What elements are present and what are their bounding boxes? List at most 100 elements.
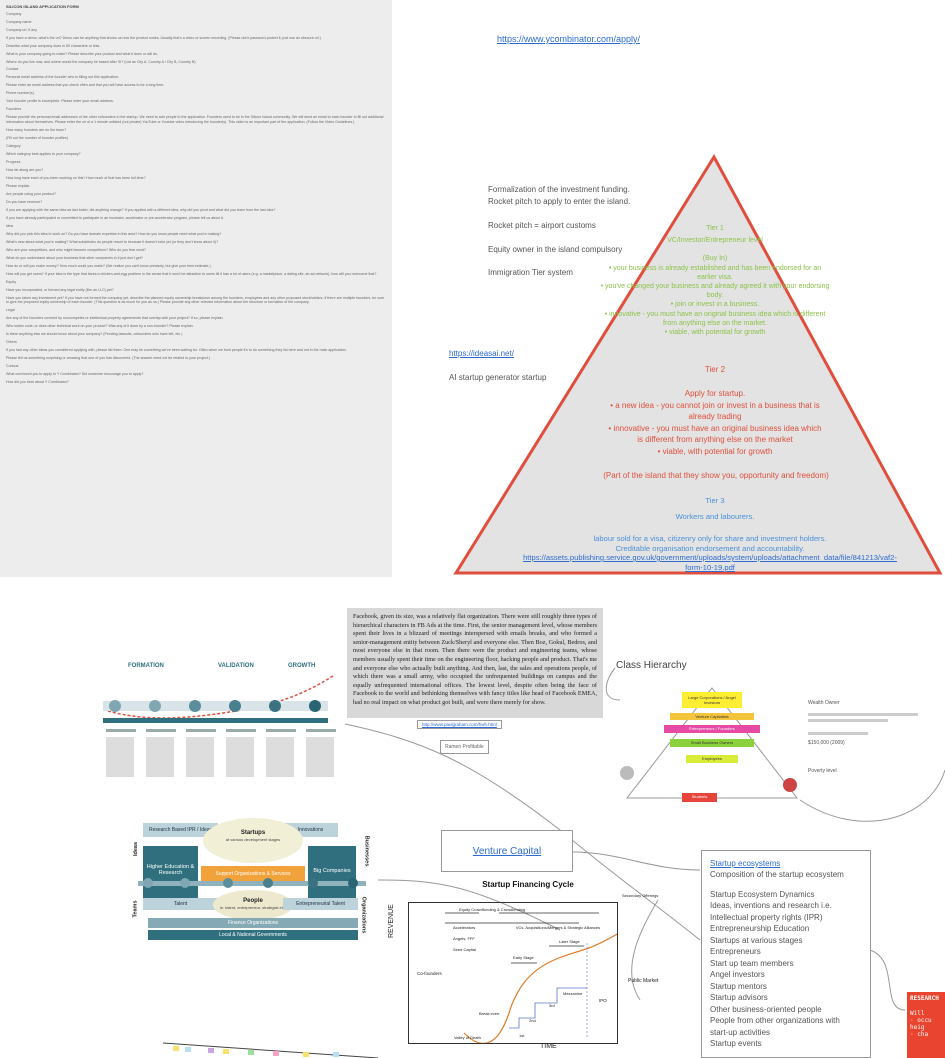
ecosystem-list-item: Start up team members (710, 958, 794, 968)
startup-ecosystems-link[interactable]: Startup ecosystems (710, 859, 781, 868)
people-label: People (243, 898, 263, 904)
ecosystem-subtitle: Composition of the startup ecosystem (710, 870, 844, 879)
people-sublabel: ie. talent, entrepreneur, strategist etc… (219, 905, 287, 910)
higher-ed-block: Higher Education & Research (143, 846, 198, 898)
tier-venture-bg (670, 713, 754, 720)
stage-dot-6 (309, 700, 321, 712)
form-line: Progress (6, 159, 21, 164)
ycombinator-link[interactable]: https://www.ycombinator.com/apply/ (497, 34, 641, 44)
stages-text-columns (106, 729, 336, 777)
research-ip-block: Research Based IPR / Ideas (143, 823, 218, 837)
connector-5 (799, 769, 945, 822)
form-line: Are any of the founders covered by nonco… (6, 316, 224, 321)
gov-block: Local & National Governments (148, 930, 358, 940)
tier3-line2: Creditable organisation endorsement and … (615, 543, 805, 553)
tier1-title: Tier 1 (706, 225, 724, 232)
form-line: Curious (6, 364, 19, 369)
wealth-notes-lines (808, 713, 918, 735)
note-formalization-2: Rocket pitch to apply to enter the islan… (488, 197, 631, 206)
ramen-box: Ramen Profitable (440, 740, 489, 754)
poverty-label: Poverty level (808, 768, 837, 774)
financing-chart (445, 912, 617, 1043)
connector-2 (571, 851, 701, 871)
ecosystem-list-item: Startup mentors (710, 981, 767, 991)
startup-ecosystems-box: Startup ecosystems Composition of the st… (701, 850, 871, 1058)
gov-visa-link[interactable]: https://assets.publishing.service.gov.uk… (523, 553, 897, 572)
stages-curve (107, 675, 334, 719)
startups-sublabel: at various development stages (225, 837, 281, 842)
tier1-buyin: (Buy In) (702, 255, 728, 263)
tier2-block: Apply for startup. • a new idea - you ca… (605, 388, 825, 457)
tier2-title-block: Tier 2 (600, 364, 830, 376)
time-axis-label: TIME (540, 1043, 557, 1050)
revenue-axis-label: REVENUE (388, 904, 395, 938)
stages-bar (103, 718, 328, 723)
form-line: Legal (6, 308, 15, 313)
hierarchy-label-small: Small Business Owners (690, 740, 734, 745)
startups-oval (203, 818, 303, 863)
form-line: Phone number(s) (6, 91, 34, 96)
form-line: What is your company going to make? Plea… (6, 51, 159, 56)
venture-capital-box[interactable]: Venture Capital (441, 830, 573, 872)
breakeven-label: Break even (479, 1011, 500, 1016)
tier2-note-block: (Part of the island that they show you, … (603, 470, 829, 482)
wealth-owner-label: Wealth Owner (808, 700, 840, 706)
form-line: If you have already participated or comm… (6, 215, 224, 220)
board-line (163, 1042, 378, 1058)
finance-block: Finance Organizations (148, 918, 358, 928)
ecosystem-list-item: Ideas, inventions and research i.e. (710, 901, 832, 910)
big-companies-block: Big Companies (308, 846, 356, 898)
ecosystem-list-item: Angel investors (710, 970, 765, 979)
ramen-label: Ramen Profitable (445, 744, 484, 750)
support-block: Support Organizations & Services (201, 866, 305, 882)
form-line: Equity (6, 279, 16, 284)
ecosystem-list-item: Startups at various stages (710, 935, 803, 945)
form-line: Who writes code, or does other technical… (6, 324, 194, 329)
form-line: Are people using your product? (6, 191, 56, 196)
stages-infographic: FORMATION VALIDATION GROWTH (103, 657, 343, 792)
form-line: Others (6, 340, 17, 345)
form-line: Describe what your company does in 50 ch… (6, 43, 101, 48)
organizations-label: Organizations (360, 896, 367, 934)
tier1-list: • your business is already established a… (600, 264, 830, 338)
ideas-label: Ideas (133, 841, 140, 857)
form-line: Who are your competitors, and who might … (6, 247, 147, 252)
form-line: Please enter an email address that you c… (6, 83, 165, 88)
ecosystem-list-item: Entrepreneurship Education (710, 924, 810, 933)
tier2-item: • a new idea - you cannot join or invest… (610, 400, 820, 422)
talent-block: Talent (143, 898, 218, 910)
stage-dot-2 (149, 700, 161, 712)
ideasai-link[interactable]: https://ideasai.net/ (449, 349, 514, 358)
stage-dot-5 (269, 700, 281, 712)
hierarchy-label-students: Students (691, 794, 708, 799)
connector-4 (605, 667, 621, 701)
tier1-block: Tier 1 VC/Investor/Entrepreneur level (B… (600, 224, 830, 337)
form-line: (Fill out the number of founder profiles… (6, 135, 68, 140)
form-line: If you are applying with the same idea a… (6, 207, 276, 212)
form-line: Contact (6, 67, 19, 72)
form-line: Company name: (6, 19, 33, 24)
ecosystem-list-item: Startup Ecosystem Dynamics (710, 889, 815, 899)
connector-7 (631, 899, 659, 1001)
form-line: If you have a demo, what's the url? Demo… (6, 35, 321, 40)
sticky-notes-board (163, 1042, 378, 1058)
tier1-item: • join or invest in a business. (670, 301, 760, 309)
ecosystem-list-item: Other business-oriented people (710, 1004, 822, 1014)
form-line: Why did you pick this idea to work on? D… (6, 231, 222, 236)
tier1-item: • viable, with potential for growth (664, 329, 766, 337)
note-immigration: Immigration Tier system (488, 268, 573, 277)
research-title: RESEARCH (910, 995, 939, 1002)
form-line: How many founders are on the team? (6, 127, 67, 132)
equity-label: Equity Crowdfunding & Crowdlending (459, 907, 526, 912)
paulgraham-box[interactable]: http://www.paulgraham.com/hwh.html (417, 720, 502, 729)
mezzanine-label: Mezzanine (563, 991, 583, 996)
salary-label: $150,000 (2009) (808, 740, 845, 746)
form-line: How long have each of you been working o… (6, 175, 146, 180)
tier3-title: Tier 3 (705, 496, 725, 505)
public-market-label: Public Market (628, 978, 659, 984)
tier-large-bg (682, 692, 742, 708)
form-line: Is there anything else we should know ab… (6, 332, 183, 337)
entrepreneurial-talent-block: Entrepreneurial Talent (283, 898, 358, 910)
